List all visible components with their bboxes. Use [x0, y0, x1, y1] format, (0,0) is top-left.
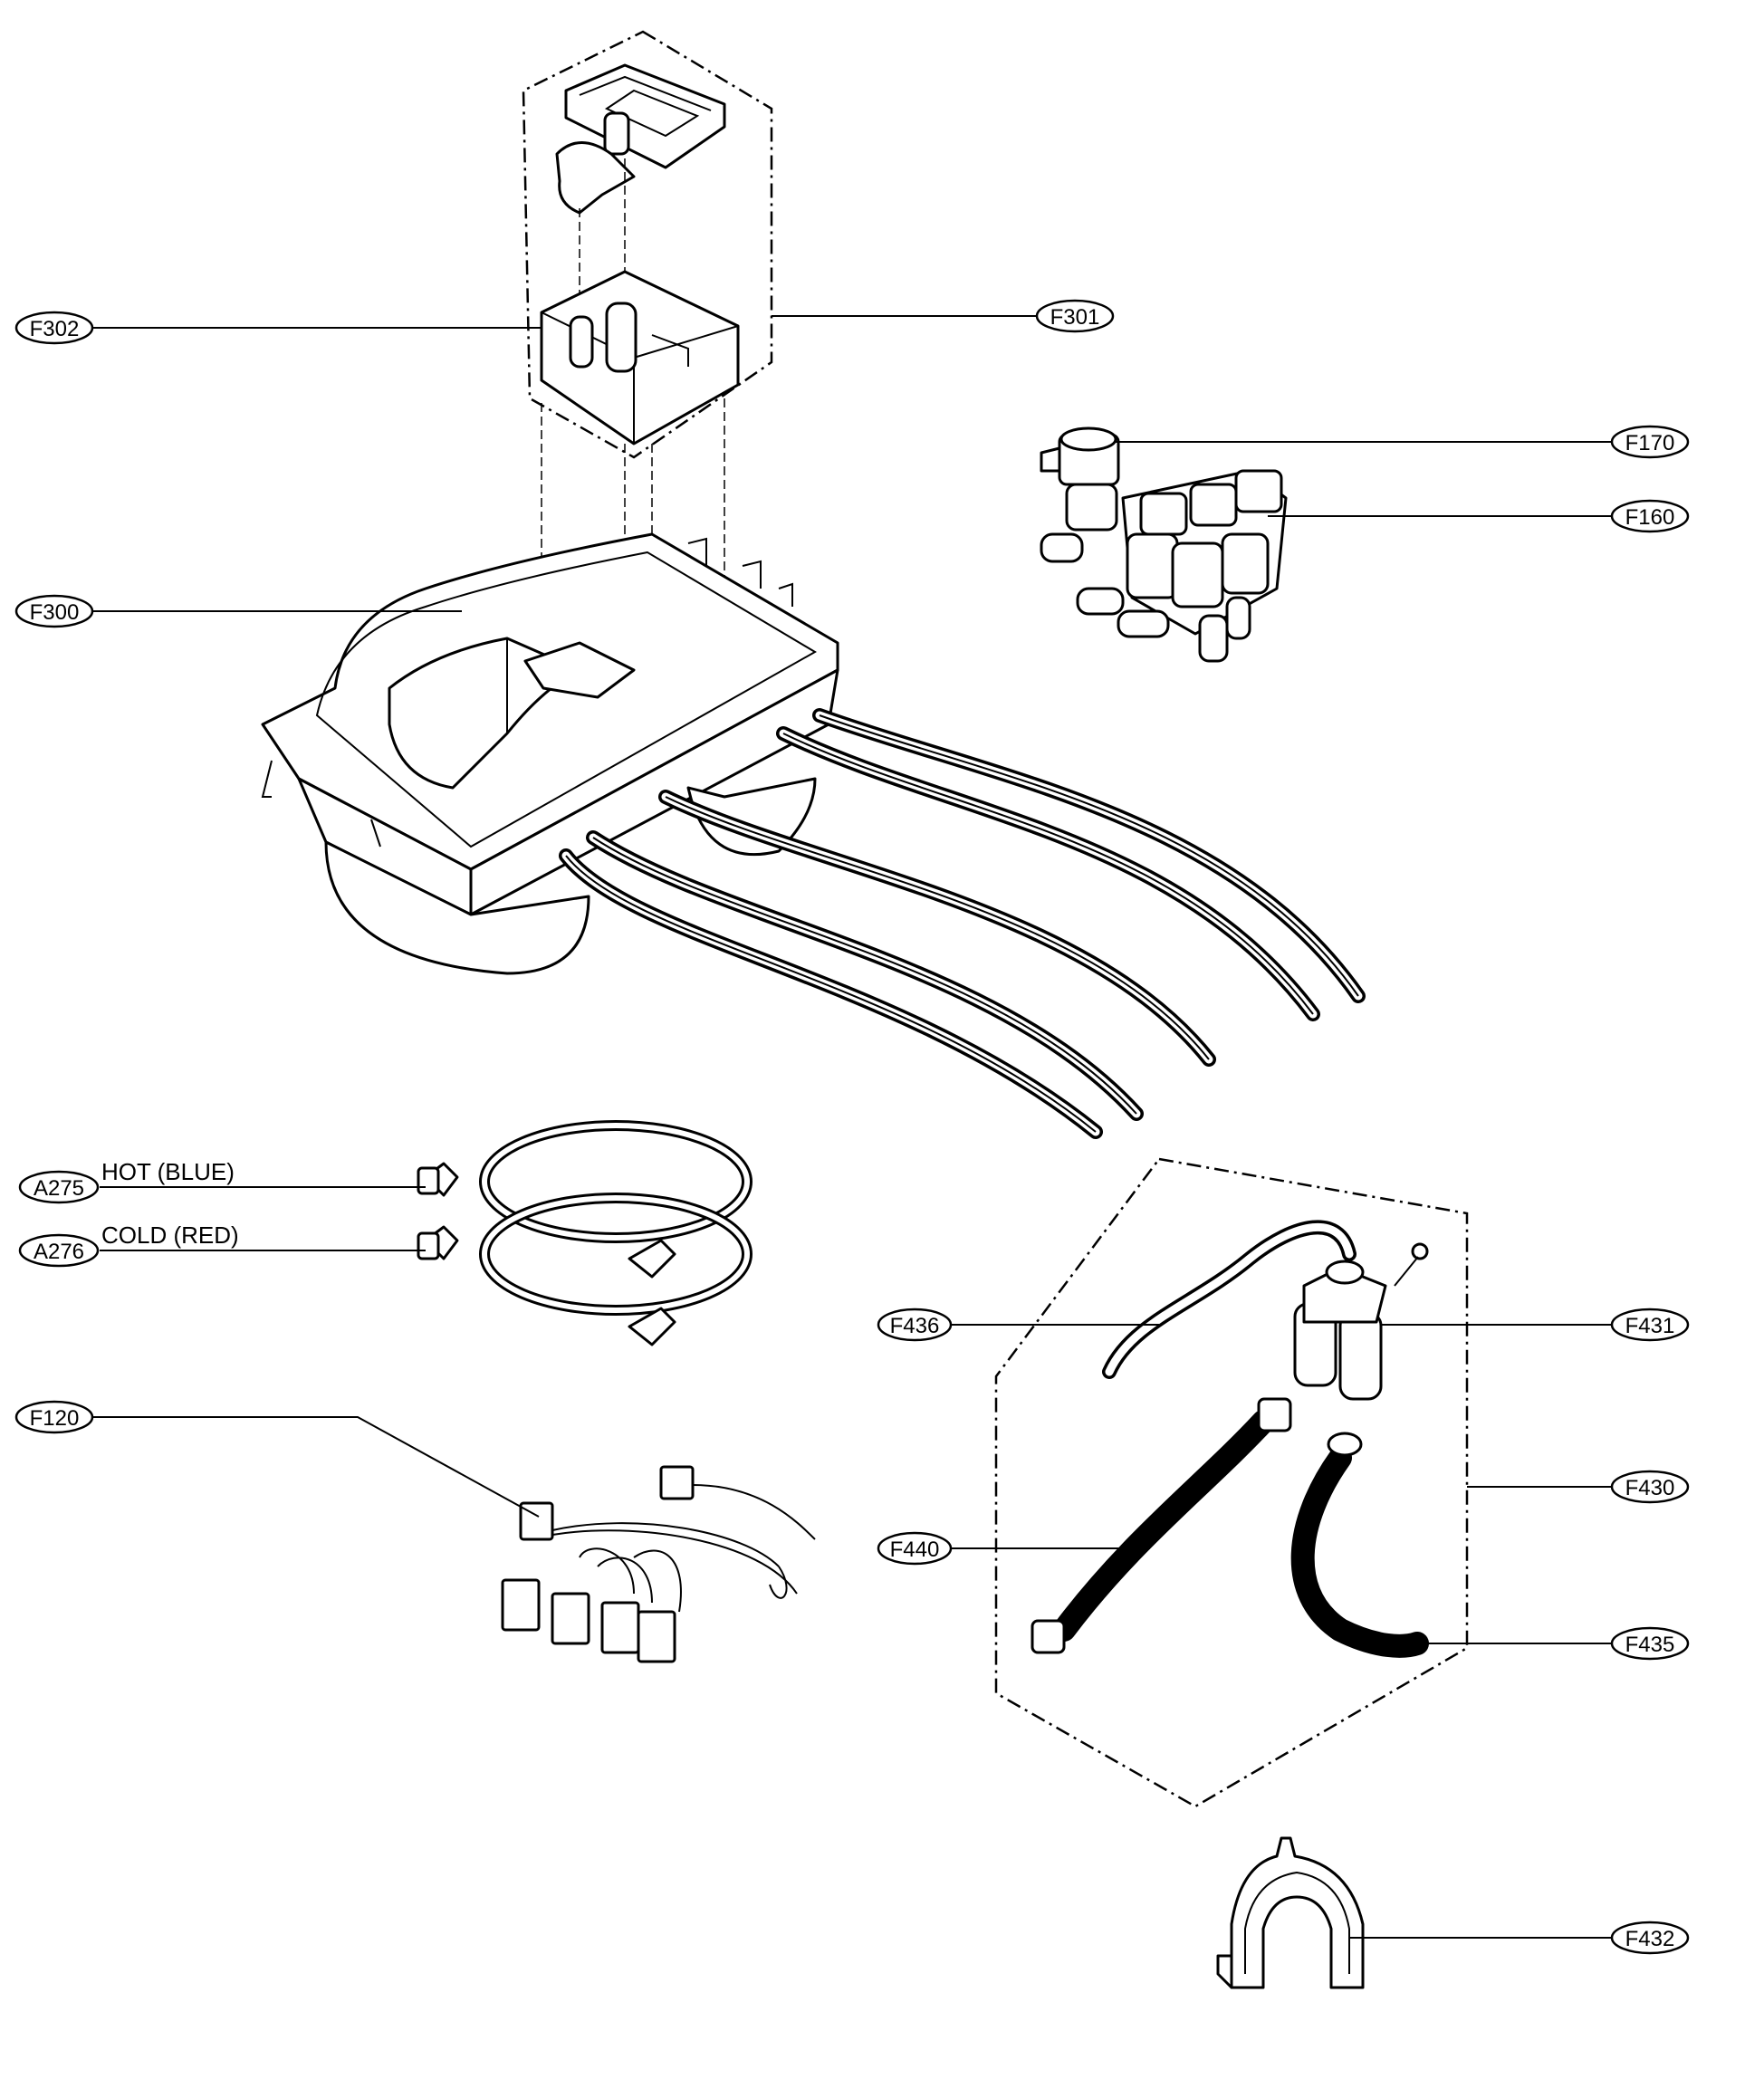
label-F436: F436 [877, 1308, 953, 1342]
label-F120: F120 [14, 1400, 94, 1434]
label-F170-text: F170 [1625, 431, 1675, 455]
inlet-hoses [417, 1120, 753, 1346]
tray-hoses [559, 708, 1366, 1139]
leader-lines [92, 315, 1612, 1939]
hot-blue-label: HOT (BLUE) [101, 1158, 235, 1185]
label-F300: F300 [14, 594, 94, 628]
label-F435: F435 [1610, 1626, 1690, 1661]
drain-hose-assembly [994, 1157, 1469, 1808]
label-F432: F432 [1610, 1921, 1690, 1955]
label-F430-text: F430 [1625, 1476, 1675, 1500]
label-A275-text: A275 [34, 1176, 84, 1201]
label-F435-text: F435 [1625, 1633, 1675, 1657]
dispenser-cap-assembly [522, 30, 773, 459]
label-F436-text: F436 [890, 1314, 940, 1338]
label-A276-text: A276 [34, 1240, 84, 1264]
cold-red-label: COLD (RED) [101, 1221, 239, 1249]
hose-hanger [1216, 1836, 1365, 1989]
label-A275: A275 [18, 1170, 100, 1204]
label-F301-text: F301 [1050, 305, 1100, 330]
wire-harness [501, 1465, 816, 1663]
label-F301: F301 [1035, 299, 1115, 333]
label-F440: F440 [877, 1531, 953, 1566]
water-valves [1040, 426, 1288, 663]
label-F302: F302 [14, 311, 94, 345]
label-F120-text: F120 [30, 1406, 80, 1431]
label-F300-text: F300 [30, 600, 80, 625]
label-F160: F160 [1610, 499, 1690, 533]
label-F432-text: F432 [1625, 1927, 1675, 1951]
label-F431: F431 [1610, 1308, 1690, 1342]
label-F160-text: F160 [1625, 505, 1675, 530]
label-A276: A276 [18, 1233, 100, 1268]
label-F431-text: F431 [1625, 1314, 1675, 1338]
label-F302-text: F302 [30, 317, 80, 341]
label-F440-text: F440 [890, 1538, 940, 1562]
label-F430: F430 [1610, 1470, 1690, 1504]
label-F170: F170 [1610, 425, 1690, 459]
